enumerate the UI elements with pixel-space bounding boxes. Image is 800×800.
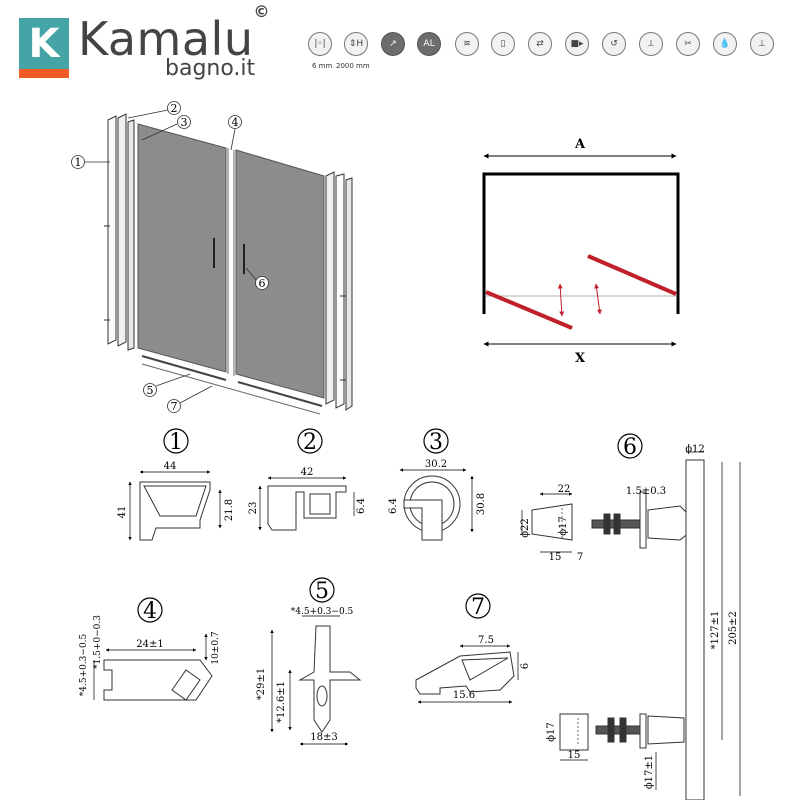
plan-view: A X bbox=[482, 137, 680, 366]
part-2-width: 42 bbox=[301, 467, 314, 478]
installation-icon: ⊥ bbox=[750, 32, 774, 56]
part-4-tol-a: *4.5+0.3−0.5 bbox=[79, 633, 89, 696]
part-6-len-low: 15 bbox=[568, 750, 581, 761]
opening-icon: ↺ bbox=[602, 32, 626, 56]
extension-icon: ⇄ bbox=[528, 32, 552, 56]
callout-7-label: 7 bbox=[171, 400, 178, 413]
callout-6-label: 6 bbox=[259, 277, 266, 290]
callout-6 bbox=[255, 276, 269, 290]
part-5-drawing bbox=[270, 615, 362, 746]
part-6-b: 7 bbox=[577, 552, 583, 563]
part-3-drawing bbox=[399, 468, 474, 541]
callout-5 bbox=[143, 383, 157, 397]
callout-4-label: 4 bbox=[232, 116, 239, 129]
part-6-dia-low: ϕ17 bbox=[546, 722, 557, 742]
part-5-height: *29±1 bbox=[256, 668, 267, 700]
part-7-top: 7.5 bbox=[478, 635, 494, 646]
part-4-length: 24±1 bbox=[136, 639, 163, 650]
glass-thickness-caption: 6 mm bbox=[312, 62, 333, 70]
part-5-width: 18±3 bbox=[310, 732, 337, 743]
aluminium-icon: AL bbox=[417, 32, 441, 56]
callout-2 bbox=[167, 101, 181, 115]
part-1-number: 1 bbox=[169, 430, 183, 455]
part-3-width: 30.2 bbox=[425, 459, 447, 470]
part-6-pitch: *127±1 bbox=[710, 611, 721, 650]
part-2-gap: 6.4 bbox=[356, 498, 367, 514]
part-3-number: 3 bbox=[429, 430, 443, 455]
water-drop-icon: 💧 bbox=[713, 32, 737, 56]
callout-1 bbox=[71, 155, 85, 169]
part-6-inner: ϕ17 bbox=[558, 516, 569, 536]
part-7-width: 15.6 bbox=[453, 690, 475, 701]
part-3-height: 30.8 bbox=[476, 493, 487, 515]
enclosure-outline bbox=[482, 172, 680, 314]
part-5-number: 5 bbox=[315, 579, 329, 604]
part-1-depth: 21.8 bbox=[224, 499, 235, 521]
brand-name-text: Kamalu bbox=[78, 12, 254, 66]
part-6-length: 22 bbox=[558, 484, 571, 495]
part-6-thickness: 1.5±0.3 bbox=[626, 486, 666, 497]
profile-icon: ▯ bbox=[491, 32, 515, 56]
part-5-inner: *12.6±1 bbox=[276, 681, 287, 723]
part-3-gap: 6.4 bbox=[388, 498, 399, 514]
callout-2-label: 2 bbox=[171, 102, 178, 115]
logo: K bbox=[19, 18, 69, 78]
easy-clean-icon: ✂ bbox=[676, 32, 700, 56]
part-4-height: 10±0.7 bbox=[211, 631, 221, 665]
part-7-height: 6 bbox=[520, 663, 531, 669]
dim-label-x: X bbox=[575, 351, 586, 366]
part-7-number: 7 bbox=[471, 595, 485, 620]
glass-thickness-icon: |◦| bbox=[308, 32, 332, 56]
part-2-height: 23 bbox=[248, 502, 259, 515]
callout-4 bbox=[228, 115, 242, 129]
copyright-mark: © bbox=[253, 1, 270, 21]
door-left-red bbox=[485, 290, 573, 330]
part-4-tol-b: *1.5+0−0.3 bbox=[93, 615, 103, 669]
door-right-red bbox=[587, 254, 677, 296]
screw-icon: ⟂ bbox=[639, 32, 663, 56]
part-6-a: 15 bbox=[549, 552, 562, 563]
tempered-glass-icon: ↗ bbox=[381, 32, 405, 56]
part-2-drawing bbox=[258, 476, 355, 531]
part-6-dia-low2: ϕ17±1 bbox=[644, 755, 655, 789]
glass-panel-right bbox=[235, 149, 325, 399]
logo-letter: K bbox=[28, 21, 60, 67]
callout-3-label: 3 bbox=[181, 116, 188, 129]
wall-profile-right bbox=[325, 171, 335, 405]
callout-7 bbox=[167, 399, 181, 413]
part-5-top: *4.5+0.3−0.5 bbox=[291, 607, 354, 617]
glass-panel-left bbox=[137, 123, 227, 373]
part-6-total: 205±2 bbox=[728, 611, 739, 645]
part-6-dia-top: ϕ12 bbox=[685, 444, 705, 455]
callout-3 bbox=[177, 115, 191, 129]
part-2-number: 2 bbox=[303, 430, 317, 455]
part-1-height: 41 bbox=[117, 506, 128, 519]
part-4-number: 4 bbox=[143, 599, 157, 624]
assembly-callouts bbox=[71, 101, 269, 413]
part-1-drawing bbox=[128, 470, 222, 541]
height-caption: 2000 mm bbox=[336, 62, 370, 70]
part-6-diameter: ϕ22 bbox=[520, 518, 531, 538]
wall-profile-left bbox=[107, 115, 117, 345]
callout-5-label: 5 bbox=[147, 384, 154, 397]
callout-1-label: 1 bbox=[75, 156, 82, 169]
reversible-icon: ≋ bbox=[455, 32, 479, 56]
part-7-drawing bbox=[415, 644, 519, 704]
part-6-number: 6 bbox=[623, 435, 637, 460]
assembly-view bbox=[104, 113, 353, 415]
part-6-drawing bbox=[521, 451, 741, 800]
brand-subtitle: bagno.it bbox=[165, 56, 256, 81]
part-1-width: 44 bbox=[164, 461, 177, 472]
dim-label-a: A bbox=[574, 137, 586, 152]
part-4-drawing bbox=[93, 633, 213, 701]
height-icon: ⇕H bbox=[344, 32, 368, 56]
logo-accent-bar bbox=[19, 69, 69, 78]
brand-name: Kamalu© bbox=[78, 2, 270, 66]
wall-fixing-icon: ■▸ bbox=[565, 32, 589, 56]
